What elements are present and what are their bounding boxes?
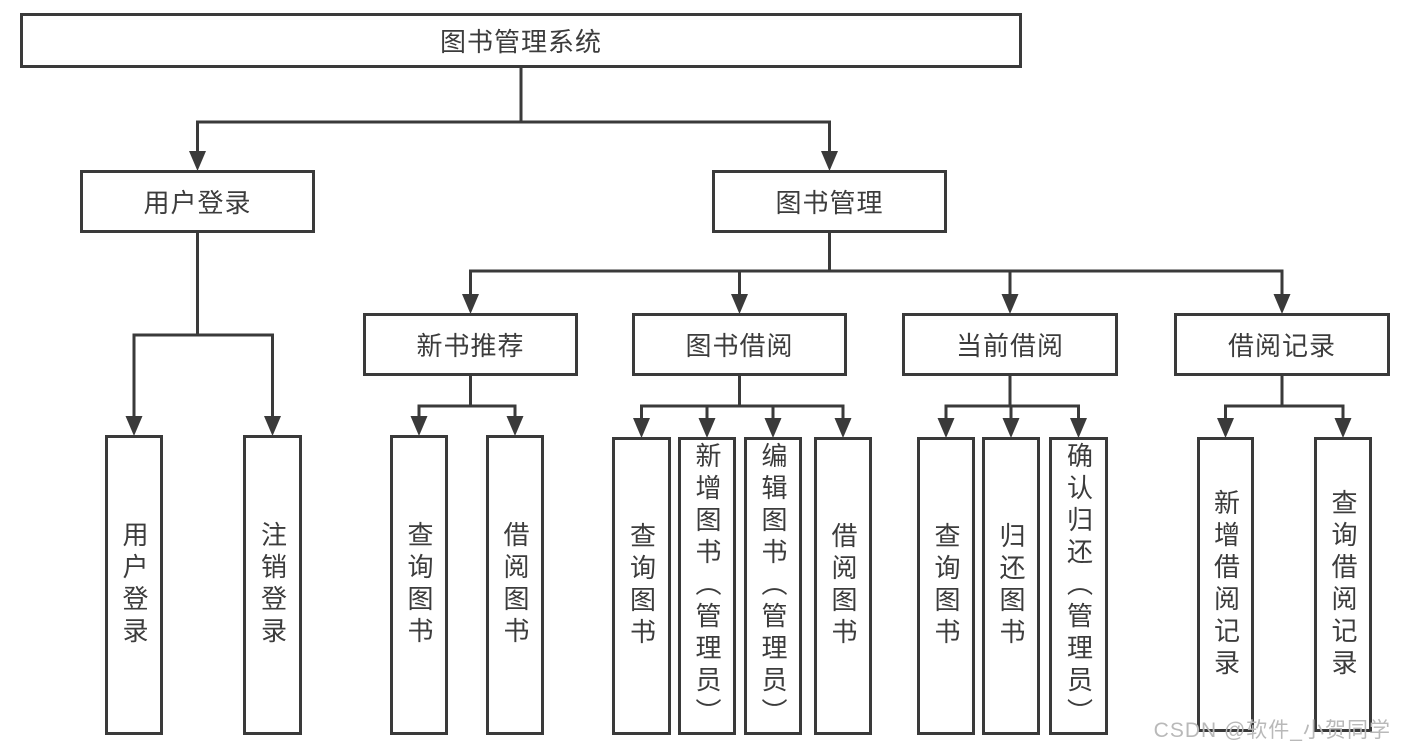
node-label: 图书借阅 [685, 331, 794, 361]
node-confirm-return-admin: 确认归还（管理员） [1049, 437, 1108, 735]
node-current-borrowing: 当前借阅 [902, 313, 1118, 376]
node-label: 用户登录 [119, 521, 149, 649]
node-label: 新增图书（管理员） [692, 442, 722, 730]
node-label: 查询借阅记录 [1328, 488, 1358, 681]
node-label: 图书管理系统 [439, 27, 602, 57]
node-label: 查询图书 [931, 522, 961, 650]
node-label: 新增借阅记录 [1210, 488, 1241, 681]
node-query-borrow-record: 查询借阅记录 [1314, 437, 1372, 732]
node-label: 注销登录 [257, 521, 288, 649]
node-query-books-1: 查询图书 [390, 435, 448, 735]
node-user-login: 用户登录 [80, 170, 315, 233]
node-user-login-leaf: 用户登录 [105, 435, 163, 735]
node-label: 查询图书 [404, 521, 434, 649]
node-add-books-admin: 新增图书（管理员） [678, 437, 736, 735]
node-query-books-2: 查询图书 [612, 437, 671, 735]
node-label: 用户登录 [143, 188, 252, 218]
watermark: CSDN @软件_小贺同学 [1153, 719, 1391, 742]
node-add-borrow-record: 新增借阅记录 [1197, 437, 1254, 732]
node-borrow-books-2: 借阅图书 [814, 437, 872, 735]
node-label: 查询图书 [626, 522, 657, 650]
node-borrow-books-1: 借阅图书 [486, 435, 544, 735]
node-label: 借阅图书 [500, 521, 530, 649]
node-book-borrowing: 图书借阅 [632, 313, 847, 376]
node-logout-leaf: 注销登录 [243, 435, 302, 735]
node-borrowing-records: 借阅记录 [1174, 313, 1390, 376]
node-new-book-recommend: 新书推荐 [363, 313, 578, 376]
node-return-books: 归还图书 [982, 437, 1040, 735]
node-label: 编辑图书（管理员） [758, 442, 788, 730]
node-book-management: 图书管理 [712, 170, 947, 233]
node-label: 确认归还（管理员） [1063, 442, 1094, 730]
node-label: 图书管理 [775, 188, 884, 218]
node-library-system: 图书管理系统 [20, 13, 1022, 68]
node-edit-books-admin: 编辑图书（管理员） [744, 437, 802, 735]
node-query-books-3: 查询图书 [917, 437, 975, 735]
node-label: 当前借阅 [955, 331, 1064, 361]
node-label: 借阅记录 [1227, 331, 1336, 361]
node-label: 归还图书 [996, 522, 1026, 650]
node-label: 新书推荐 [416, 331, 525, 361]
node-label: 借阅图书 [828, 522, 858, 650]
